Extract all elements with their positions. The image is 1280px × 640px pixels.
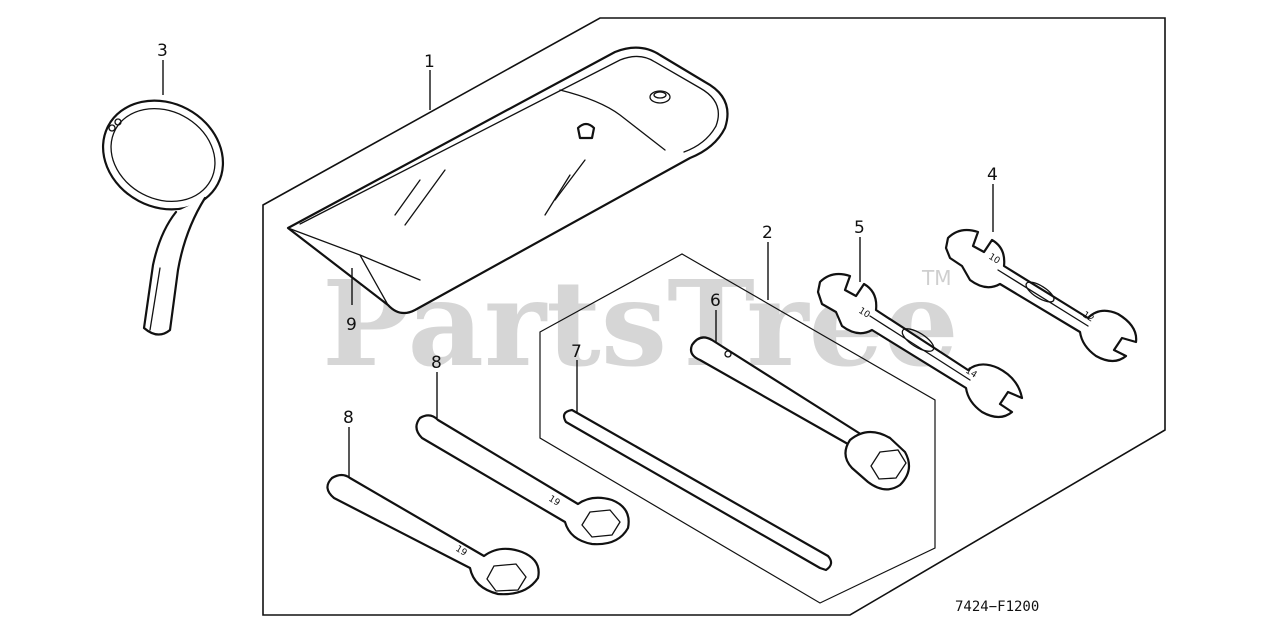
callout-8-lower[interactable]: 8: [343, 408, 354, 428]
callout-5[interactable]: 5: [854, 218, 865, 238]
callout-9[interactable]: 9: [346, 315, 357, 335]
watermark-trademark: TM: [921, 266, 951, 290]
callout-7[interactable]: 7: [571, 342, 582, 362]
wrench-10x12[interactable]: 10 12: [944, 228, 1138, 363]
box-wrench-19-lower[interactable]: 19: [326, 473, 540, 596]
outer-frame: [262, 17, 1166, 616]
funnel[interactable]: [84, 80, 242, 336]
box-wrench-19-upper[interactable]: 19: [415, 414, 630, 546]
wrench-10x14[interactable]: 10 14: [816, 272, 1024, 419]
callout-6[interactable]: 6: [710, 291, 721, 311]
figure-code: 7424−F1200: [955, 599, 1039, 615]
tool-bag[interactable]: [286, 46, 729, 315]
callout-2[interactable]: 2: [762, 223, 773, 243]
tool-set-frame: [539, 253, 936, 604]
bar[interactable]: [562, 408, 833, 572]
callout-1[interactable]: 1: [424, 52, 435, 72]
plug-wrench[interactable]: [689, 336, 911, 491]
callout-3[interactable]: 3: [157, 41, 168, 61]
callout-4[interactable]: 4: [987, 165, 998, 185]
callout-8-upper[interactable]: 8: [431, 353, 442, 373]
